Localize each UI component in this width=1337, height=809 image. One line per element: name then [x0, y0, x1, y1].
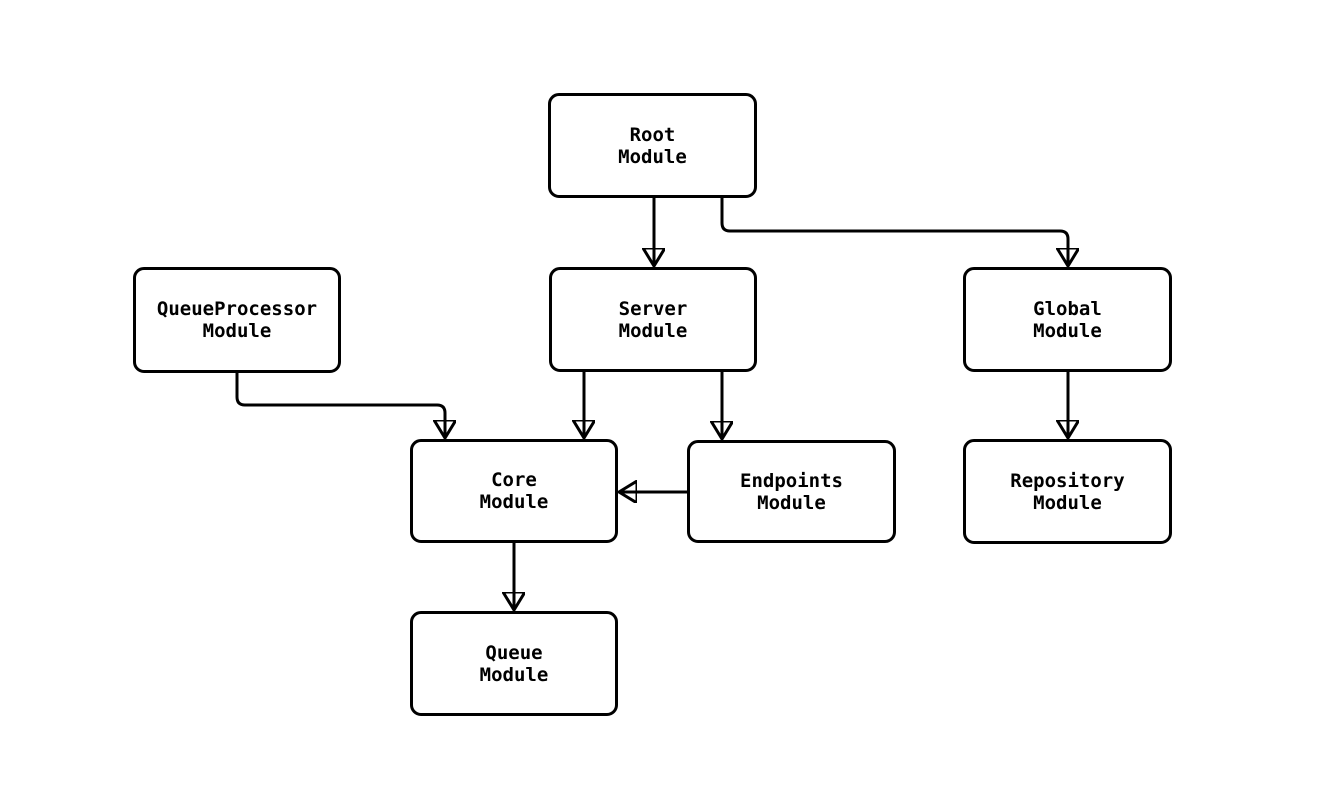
node-label-line: QueueProcessor — [156, 298, 318, 320]
node-label-line: Global — [1033, 297, 1102, 320]
node-server-module: Server Module — [549, 267, 757, 372]
node-label-line: Module — [618, 319, 688, 342]
node-label-line: Module — [1033, 491, 1102, 514]
node-label-line: Queue — [485, 641, 543, 664]
node-queueprocessor-module: QueueProcessor Module — [133, 267, 341, 373]
node-label-line: Repository — [1010, 469, 1125, 492]
node-label-line: Root — [629, 123, 676, 146]
node-endpoints-module: Endpoints Module — [687, 440, 896, 543]
node-label-line: Module — [618, 145, 687, 168]
node-core-module: Core Module — [410, 439, 618, 543]
node-label-line: Server — [618, 297, 688, 320]
node-label-line: Module — [202, 320, 272, 342]
node-repository-module: Repository Module — [963, 439, 1172, 544]
node-label-line: Core — [491, 469, 537, 491]
node-global-module: Global Module — [963, 267, 1172, 372]
node-label-line: Module — [479, 491, 549, 513]
node-label-line: Endpoints — [740, 469, 843, 492]
node-label-line: Module — [1033, 319, 1102, 342]
node-label-line: Module — [479, 663, 549, 686]
node-label-line: Module — [757, 491, 826, 514]
node-root-module: Root Module — [548, 93, 757, 198]
edge-queueprocessor-to-core — [235, 373, 445, 437]
edge-root-to-global — [720, 198, 1068, 265]
node-queue-module: Queue Module — [410, 611, 618, 716]
